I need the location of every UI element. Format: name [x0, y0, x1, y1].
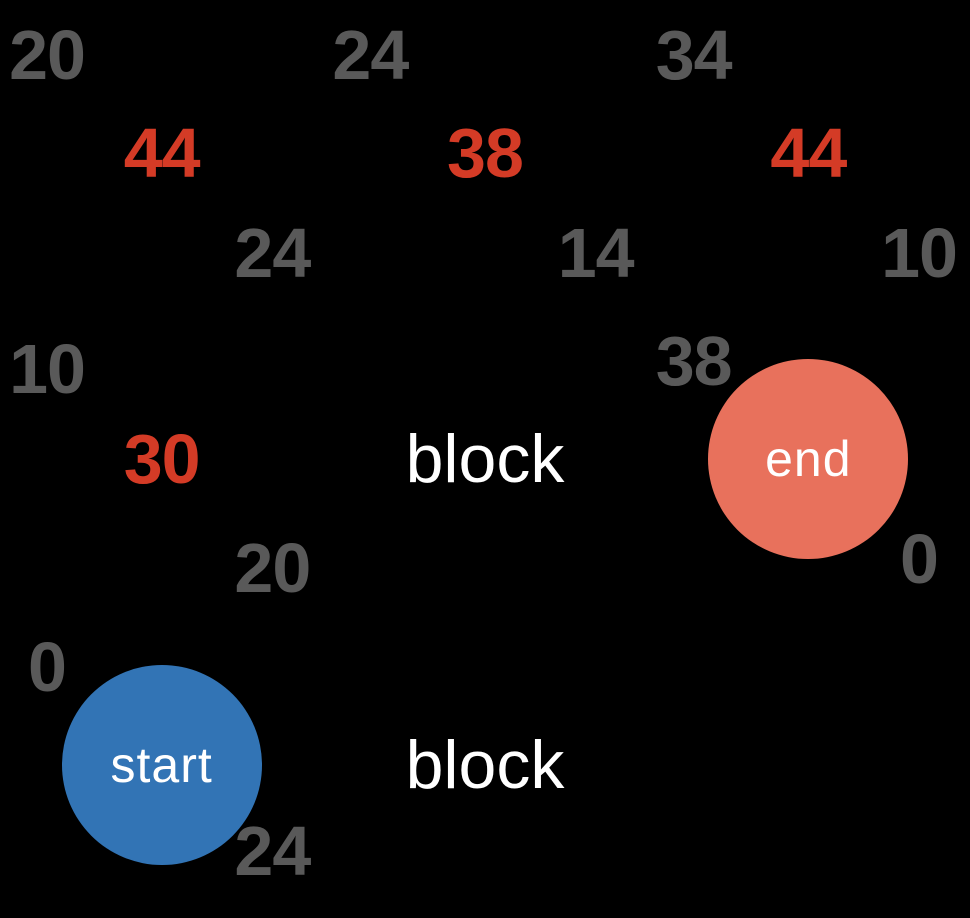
h-score: 0 [900, 520, 939, 598]
h-score: 24 [234, 214, 311, 292]
block-label: block [405, 727, 565, 803]
h-score: 14 [557, 214, 635, 292]
f-score: 44 [123, 114, 201, 192]
g-score: 24 [332, 16, 409, 94]
start-node[interactable]: start [61, 665, 262, 865]
grid-cell-r1c2-end[interactable]: 38 end 0 [647, 306, 970, 612]
h-score: 20 [234, 529, 311, 607]
g-score: 20 [9, 16, 86, 94]
f-score: 38 [447, 114, 524, 192]
end-node[interactable]: end [708, 359, 909, 559]
g-score: 10 [9, 330, 86, 408]
grid-cell-r1c1-block[interactable]: block [323, 306, 646, 612]
block-label: block [405, 421, 565, 497]
grid-cell-r0c2[interactable]: 34 44 10 [647, 0, 970, 306]
f-score: 30 [123, 420, 201, 498]
end-node-label: end [765, 431, 852, 487]
grid-cell-r2c0-start[interactable]: 0 start 24 [0, 612, 323, 918]
h-score: 24 [234, 812, 311, 890]
h-score: 10 [881, 214, 958, 292]
g-score: 0 [28, 628, 67, 706]
grid-cell-r0c0[interactable]: 20 44 24 [0, 0, 323, 306]
grid-cell-r2c1-block[interactable]: block [323, 612, 646, 918]
grid-cell-r1c0[interactable]: 10 30 20 [0, 306, 323, 612]
grid-cell-r2c2-empty[interactable] [647, 612, 970, 918]
start-node-label: start [110, 737, 213, 793]
grid-cell-r0c1[interactable]: 24 38 14 [323, 0, 646, 306]
g-score: 34 [655, 16, 733, 94]
f-score: 44 [770, 114, 847, 192]
g-score: 38 [655, 322, 733, 400]
